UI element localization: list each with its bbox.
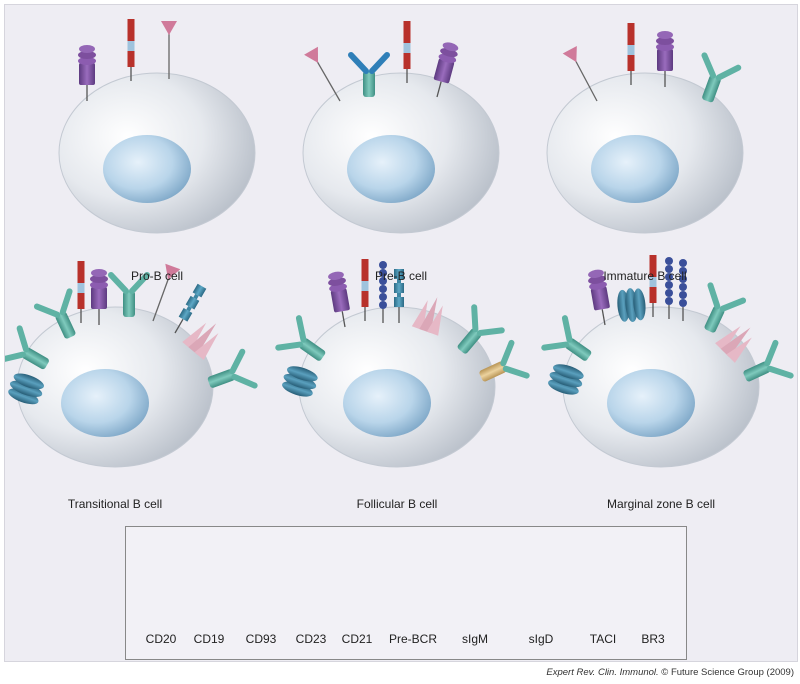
pro-b-cell-diagram bbox=[58, 18, 256, 234]
legend bbox=[125, 526, 687, 660]
legend-label-pre-bcr: Pre-BCR bbox=[388, 632, 437, 646]
pro-b-cell-label: Pro-B cell bbox=[130, 269, 183, 283]
cd19-marker bbox=[126, 18, 136, 82]
transitional-b-cell-label: Transitional B cell bbox=[67, 497, 163, 511]
legend-label-sigm: sIgM bbox=[461, 632, 488, 646]
cd93-marker bbox=[160, 20, 178, 80]
legend-label-cd20: CD20 bbox=[145, 632, 177, 646]
immature-b-cell-label: Immature B cell bbox=[603, 269, 687, 283]
follicular-b-cell-label: Follicular B cell bbox=[356, 497, 438, 511]
legend-label-cd93: CD93 bbox=[245, 632, 277, 646]
legend-label-sigd: sIgD bbox=[528, 632, 554, 646]
marginal-zone-b-cell-diagram bbox=[544, 254, 790, 468]
credit-line: Expert Rev. Clin. Immunol. © Future Scie… bbox=[546, 667, 794, 678]
credit-copyright: © Future Science Group (2009) bbox=[658, 667, 794, 678]
figure-panel: Pro-B cell Pre-B cell Immature B cell Tr… bbox=[4, 4, 798, 662]
pre-b-cell-label: Pre-B cell bbox=[374, 269, 427, 283]
marginal-zone-b-cell-label: Marginal zone B cell bbox=[606, 497, 716, 511]
immature-b-cell-diagram bbox=[546, 22, 744, 234]
taci-marker bbox=[616, 286, 647, 324]
transitional-b-cell-diagram bbox=[5, 260, 255, 468]
follicular-b-cell-diagram bbox=[278, 258, 526, 468]
legend-label-taci: TACI bbox=[589, 632, 617, 646]
pre-b-cell-diagram bbox=[302, 20, 500, 234]
credit-journal: Expert Rev. Clin. Immunol. bbox=[546, 667, 659, 678]
legend-label-cd23: CD23 bbox=[295, 632, 327, 646]
legend-label-br3: BR3 bbox=[641, 632, 665, 646]
legend-label-cd19: CD19 bbox=[193, 632, 225, 646]
legend-label-cd21: CD21 bbox=[341, 632, 373, 646]
